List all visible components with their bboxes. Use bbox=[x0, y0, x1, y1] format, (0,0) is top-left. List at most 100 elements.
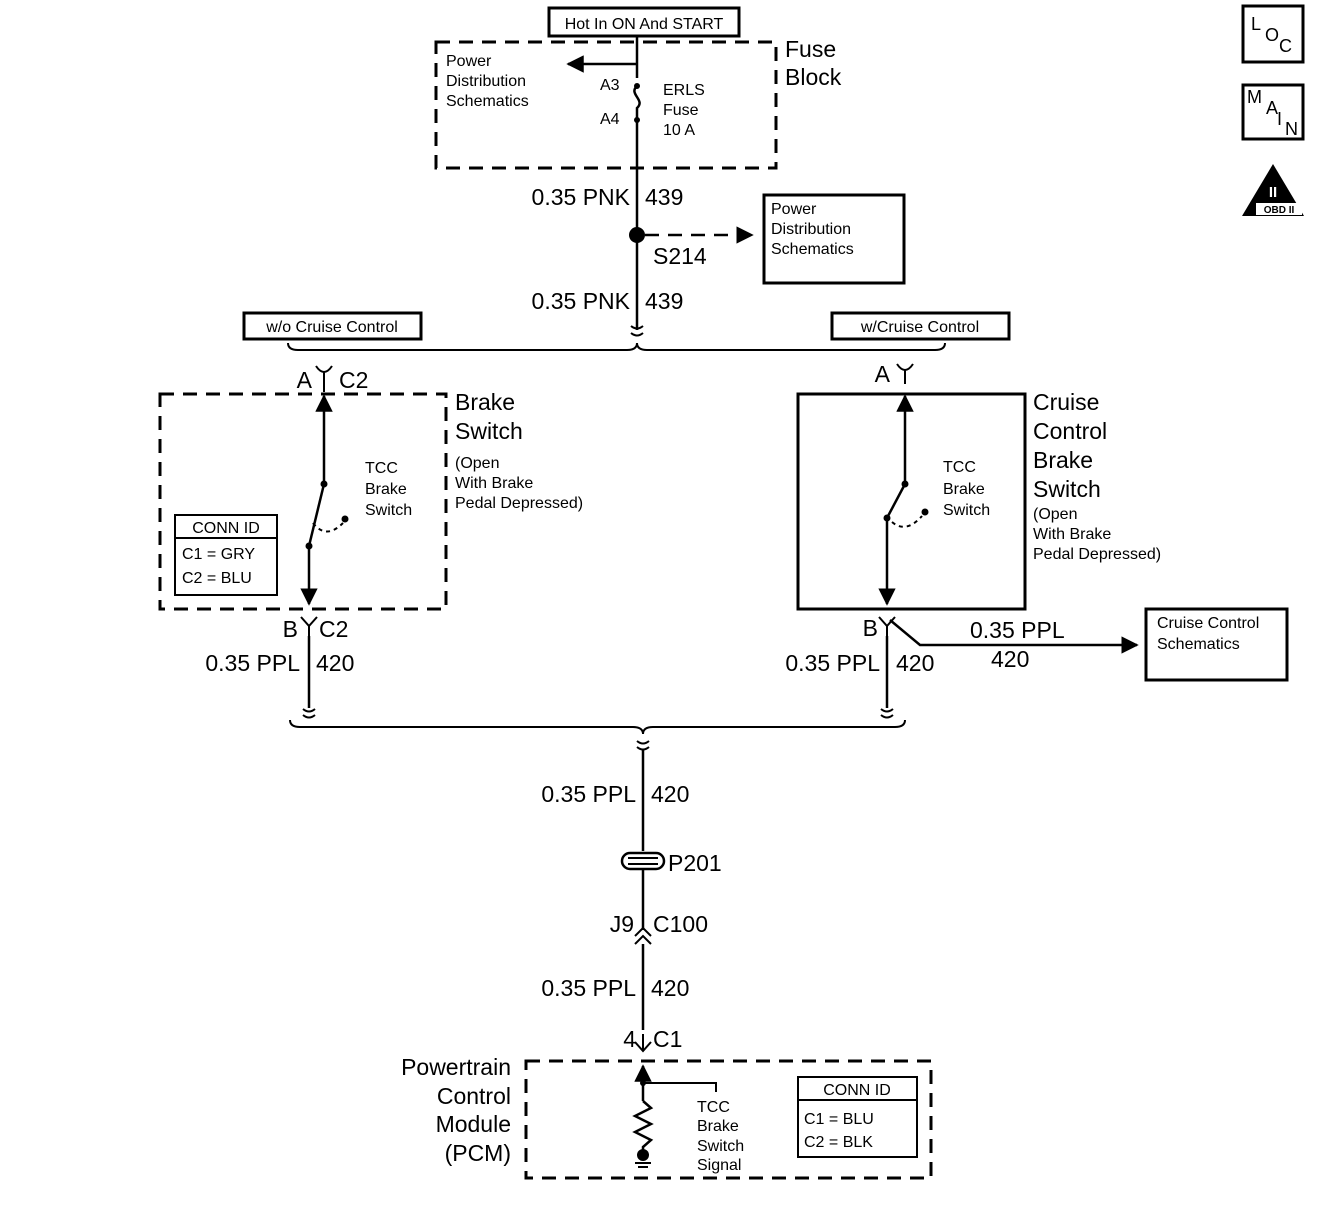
pcm-title-1: Powertrain bbox=[401, 1054, 511, 1080]
pcm-ground-node bbox=[637, 1149, 649, 1161]
loc-icon-c: C bbox=[1279, 36, 1292, 56]
variant-left-box bbox=[242, 311, 423, 341]
brake-switch-note-2: With Brake bbox=[455, 475, 533, 492]
brake-switch-title-1: Brake bbox=[455, 389, 515, 415]
brake-switch-conn-id-c1: C1 = GRY bbox=[182, 546, 255, 563]
pcm-title-3: Module bbox=[436, 1111, 511, 1137]
cruise-control-schematics-box bbox=[1144, 607, 1289, 682]
fuse-pd-text-2: Distribution bbox=[446, 73, 526, 90]
pcm-outline bbox=[524, 1059, 933, 1180]
main-icon-a: A bbox=[1266, 98, 1278, 118]
main-icon-i: I bbox=[1277, 109, 1282, 129]
connector-c100-pin: J9 bbox=[610, 911, 634, 937]
wire-mid-size-color: 0.35 PPL bbox=[541, 781, 636, 807]
wire-mid-circuit: 420 bbox=[651, 781, 689, 807]
pcm-connector-c1-symbol bbox=[634, 1034, 652, 1053]
pcm-signal-text-2: Brake bbox=[697, 1118, 739, 1135]
cruise-switch-tcc-1: TCC bbox=[943, 459, 976, 476]
pcm-signal-text-3: Switch bbox=[697, 1138, 744, 1155]
fuse-pin-a4: A4 bbox=[600, 111, 620, 128]
pd-box-text-3: Schematics bbox=[771, 241, 854, 258]
brake-switch-tcc-2: Brake bbox=[365, 481, 407, 498]
cruise-switch-note-2: With Brake bbox=[1033, 526, 1111, 543]
hot-label: Hot In ON And START bbox=[565, 16, 724, 33]
pcm-conn-id-c1: C1 = BLU bbox=[804, 1111, 874, 1128]
wire-top-2-circuit: 439 bbox=[645, 288, 683, 314]
obd-ii-label: OBD II bbox=[1264, 205, 1295, 216]
brake-switch-conn-bottom: C2 bbox=[319, 616, 348, 642]
passthrough-p201 bbox=[620, 851, 666, 871]
cruise-switch-title-1: Cruise bbox=[1033, 389, 1099, 415]
brake-switch-tcc-3: Switch bbox=[365, 502, 412, 519]
pd-box-text-2: Distribution bbox=[771, 221, 851, 238]
cruise-switch-connector-a bbox=[896, 363, 914, 384]
pcm-resistor bbox=[632, 1100, 654, 1153]
wire-break-left bbox=[302, 708, 316, 719]
wire-break-bottom bbox=[636, 740, 650, 751]
fuse-block-title-1: Fuse bbox=[785, 36, 836, 62]
pd-box-text-1: Power bbox=[771, 201, 817, 218]
brake-switch-wire-circuit: 420 bbox=[316, 650, 354, 676]
connector-c100-symbol bbox=[634, 926, 652, 945]
cruise-branch-wire bbox=[889, 619, 1139, 654]
hot-label-box: Hot In ON And START bbox=[547, 6, 741, 38]
main-icon[interactable]: M A I N bbox=[1241, 83, 1305, 141]
pcm-title-4: (PCM) bbox=[445, 1140, 511, 1166]
obd-ii-numeral: II bbox=[1269, 184, 1277, 201]
pcm-pin: 4 bbox=[623, 1026, 636, 1052]
cruise-switch-pin-a: A bbox=[875, 361, 891, 387]
splice-s214-dot bbox=[629, 227, 645, 243]
pcm-title-2: Control bbox=[437, 1083, 511, 1109]
loc-icon-o: O bbox=[1265, 25, 1279, 45]
obd-ii-icon[interactable]: II OBD II bbox=[1242, 164, 1304, 216]
cruise-switch-wire-size-color: 0.35 PPL bbox=[785, 650, 880, 676]
pcm-conn-id-table: CONN ID C1 = BLU C2 = BLK bbox=[797, 1076, 918, 1158]
fuse-pin-a3: A3 bbox=[600, 77, 620, 94]
brake-switch-pin-b: B bbox=[283, 616, 298, 642]
loc-icon[interactable]: L O C bbox=[1241, 4, 1305, 64]
pcm-conn: C1 bbox=[653, 1026, 682, 1052]
brake-switch-note-3: Pedal Depressed) bbox=[455, 495, 583, 512]
cruise-switch-pin-b: B bbox=[863, 615, 878, 641]
fuse-text-2: Fuse bbox=[663, 102, 699, 119]
wire-break-right bbox=[880, 708, 894, 719]
cruise-switch-blade bbox=[885, 483, 907, 519]
cc-box-text-2: Schematics bbox=[1157, 636, 1240, 653]
brake-switch-note-1: (Open bbox=[455, 455, 499, 472]
brake-switch-conn-id-table: CONN ID C1 = GRY C2 = BLU bbox=[174, 514, 278, 596]
variant-brace-top bbox=[287, 342, 946, 351]
cruise-switch-title-4: Switch bbox=[1033, 476, 1101, 502]
cruise-switch-connector-b bbox=[878, 616, 896, 636]
cruise-switch-note-1: (Open bbox=[1033, 506, 1077, 523]
splice-name: S214 bbox=[653, 243, 707, 269]
brake-switch-conn-id-title: CONN ID bbox=[192, 520, 260, 537]
cruise-branch-size-color: 0.35 PPL bbox=[970, 617, 1065, 643]
wire-top-2-size-color: 0.35 PNK bbox=[532, 288, 631, 314]
cruise-switch-travel bbox=[891, 515, 923, 528]
fuse-pd-text-1: Power bbox=[446, 53, 492, 70]
cruise-switch-contact-alt bbox=[921, 508, 929, 516]
fuse-pd-text-3: Schematics bbox=[446, 93, 529, 110]
cruise-branch-circuit: 420 bbox=[991, 646, 1029, 672]
main-icon-n: N bbox=[1285, 119, 1298, 139]
brake-switch-travel bbox=[312, 522, 344, 533]
brake-switch-connector-b bbox=[300, 616, 318, 636]
brake-switch-tcc-1: TCC bbox=[365, 460, 398, 477]
main-icon-m: M bbox=[1247, 87, 1262, 107]
fuse-block-outline bbox=[434, 40, 778, 170]
fuse-block-title-2: Block bbox=[785, 64, 842, 90]
connector-c100-name: C100 bbox=[653, 911, 708, 937]
passthrough-name: P201 bbox=[668, 850, 722, 876]
wire-top-1-size-color: 0.35 PNK bbox=[532, 184, 631, 210]
pd-box bbox=[762, 193, 906, 285]
cruise-switch-note-3: Pedal Depressed) bbox=[1033, 546, 1161, 563]
fuse-symbol bbox=[633, 85, 641, 120]
wire-low-size-color: 0.35 PPL bbox=[541, 975, 636, 1001]
pcm-conn-id-c2: C2 = BLK bbox=[804, 1134, 873, 1151]
brake-switch-title-2: Switch bbox=[455, 418, 523, 444]
pcm-signal-text-4: Signal bbox=[697, 1157, 741, 1174]
wire-low-circuit: 420 bbox=[651, 975, 689, 1001]
cruise-switch-wire-circuit: 420 bbox=[896, 650, 934, 676]
cruise-switch-outline bbox=[796, 392, 1027, 611]
